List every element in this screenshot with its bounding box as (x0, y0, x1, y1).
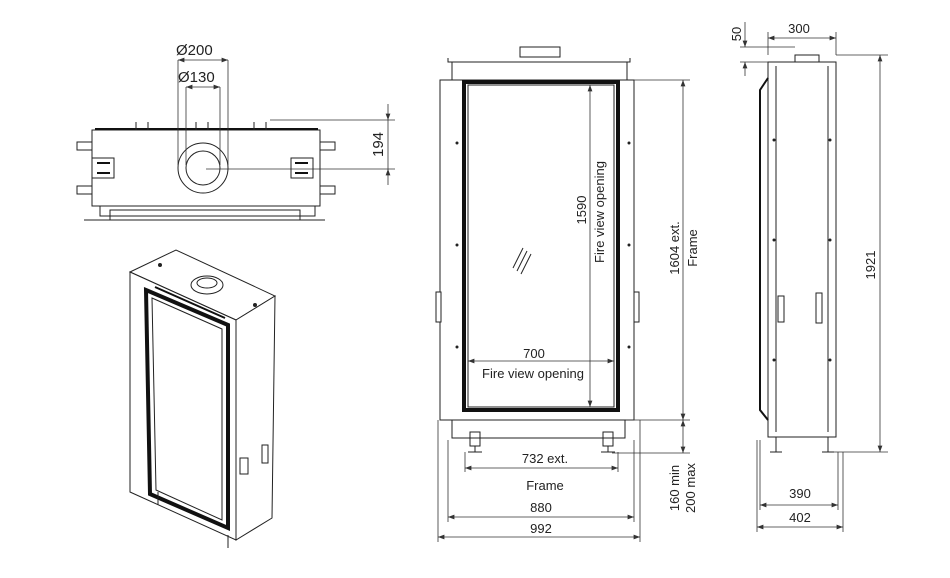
flue-depth-value: 300 (788, 21, 810, 36)
depth-outer-value: 402 (789, 510, 811, 525)
top-view: Ø200 Ø130 194 (76, 42, 395, 221)
glass-mark (512, 247, 532, 275)
frame-width-label: Frame (526, 478, 564, 493)
top-offset-value: 50 (729, 27, 744, 41)
depth-inner-value: 390 (789, 486, 811, 501)
flue-outer-circle (177, 142, 229, 194)
total-height-value: 1921 (863, 251, 878, 280)
flue-height-label: 194 (370, 132, 387, 157)
flue-inner-circle (185, 150, 221, 186)
outer-width-value: 992 (530, 521, 552, 536)
outer-diameter-label: Ø200 (176, 42, 213, 59)
mounting-brackets (91, 157, 314, 179)
opening-height-value: 1590 (574, 196, 589, 225)
side-pipes (76, 141, 336, 195)
side-body (767, 61, 837, 438)
inner-width-value: 880 (530, 500, 552, 515)
legs-max-label: 200 max (683, 463, 698, 513)
front-view: 1590 Fire view opening 700 Fire view ope… (435, 46, 700, 542)
isometric-view (128, 249, 277, 548)
top-view-body (91, 129, 321, 207)
legs-min-label: 160 min (667, 465, 682, 511)
frame-width-value: 732 ext. (522, 451, 568, 466)
opening-width-value: 700 (523, 346, 545, 361)
opening-width-label: Fire view opening (482, 366, 584, 381)
adjustable-feet (468, 431, 615, 453)
side-view: 300 50 1921 390 402 (729, 21, 888, 532)
frame-height-value: 1604 ext. (667, 221, 682, 275)
flue-collar (519, 46, 561, 58)
opening-height-label: Fire view opening (592, 161, 607, 263)
glass-panel (467, 84, 615, 408)
inner-frame (462, 80, 620, 412)
frame-height-label: Frame (685, 229, 700, 267)
inner-diameter-label: Ø130 (178, 69, 215, 86)
